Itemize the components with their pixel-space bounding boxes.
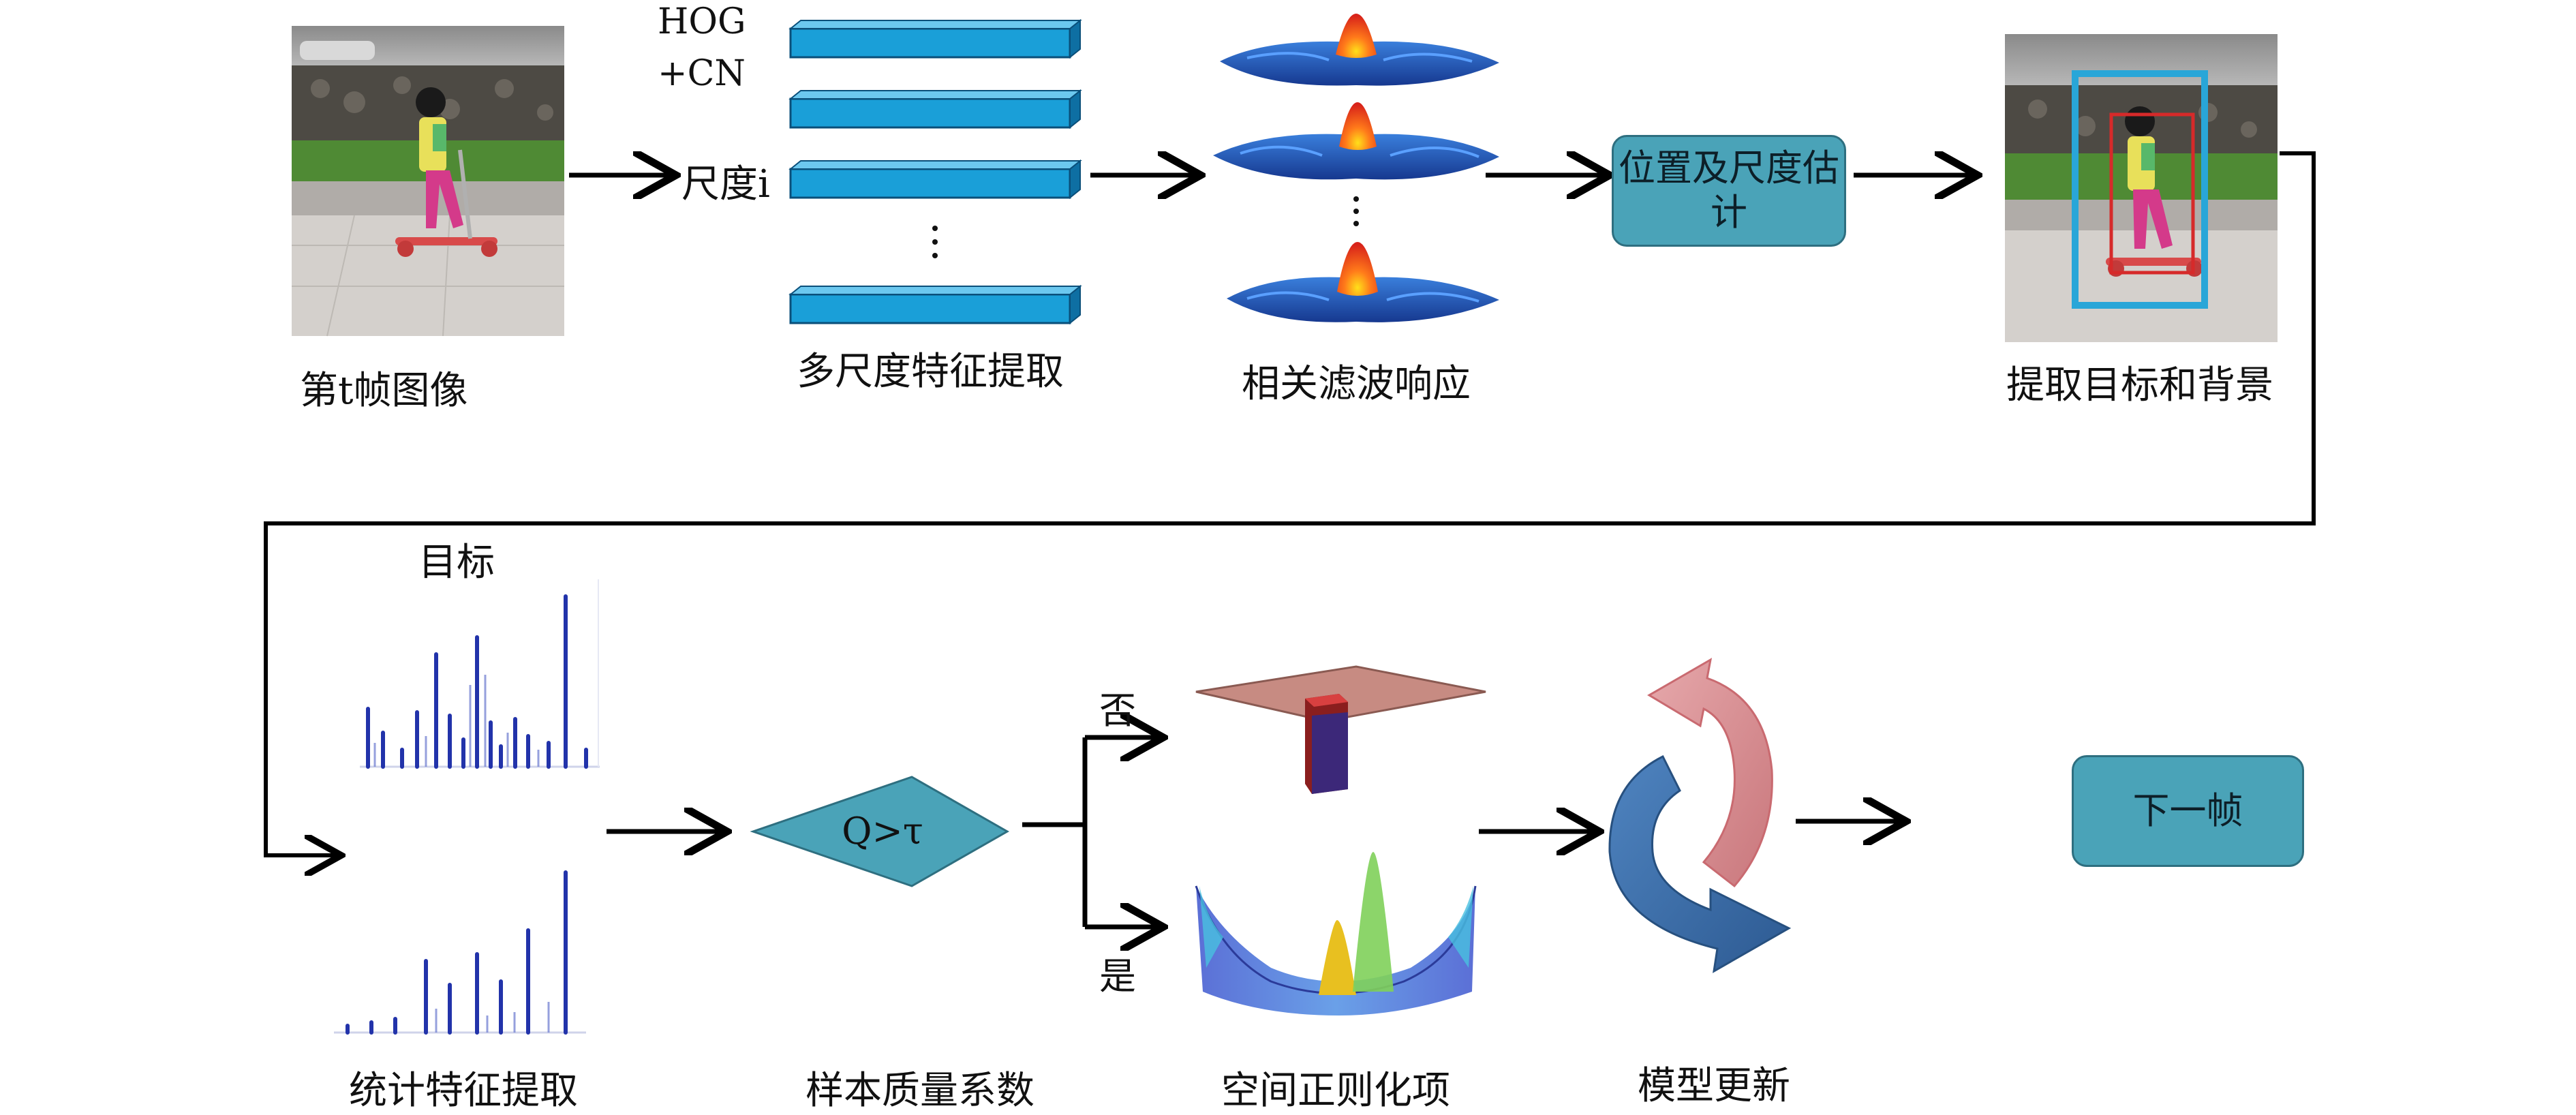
spatial-bowl: [1195, 852, 1477, 1015]
feature-hog-label: HOG: [658, 1, 746, 42]
extract-photo: [2005, 34, 2278, 342]
connector-row-wrap: [264, 151, 2316, 855]
quality-diamond-text: Q>τ: [842, 810, 923, 853]
multiscale-caption: 多尺度特征提取: [797, 350, 1064, 394]
response-ellipsis: [1353, 196, 1359, 226]
feature-bar-2: [788, 89, 1082, 129]
spatial-plane-pit: [1195, 665, 1486, 794]
stat-caption: 统计特征提取: [349, 1069, 578, 1113]
extract-caption: 提取目标和背景: [2006, 363, 2273, 408]
branch-connector: [1022, 737, 1159, 927]
response-surface-1: [1220, 14, 1499, 86]
next-frame-box: 下一帧: [2072, 755, 2304, 867]
estimate-box: 位置及尺度估计: [1612, 135, 1846, 247]
yes-label: 是: [1099, 955, 1136, 998]
scale-label: 尺度i: [681, 162, 770, 207]
target-histogram: [360, 579, 600, 769]
feature-bar-4: [788, 284, 1082, 325]
frame-photo: [292, 26, 564, 337]
frame-caption: 第t帧图像: [300, 369, 468, 413]
feature-cn-label: +CN: [658, 53, 746, 94]
no-label: 否: [1099, 689, 1136, 732]
feature-bar-ellipsis: [932, 226, 938, 258]
target-label: 目标: [418, 540, 495, 585]
background-histogram: [334, 870, 586, 1035]
update-cycle-icon: [1608, 658, 1792, 973]
response-surface-3: [1227, 242, 1499, 322]
spatial-caption: 空间正则化项: [1221, 1069, 1450, 1113]
response-surface-2: [1213, 102, 1499, 180]
quality-caption: 样本质量系数: [806, 1069, 1034, 1113]
feature-bar-3: [788, 159, 1082, 200]
feature-bar-1: [788, 18, 1082, 59]
update-caption: 模型更新: [1638, 1064, 1790, 1108]
quality-diamond-shape: [750, 776, 1010, 887]
correlation-caption: 相关滤波响应: [1242, 362, 1471, 406]
